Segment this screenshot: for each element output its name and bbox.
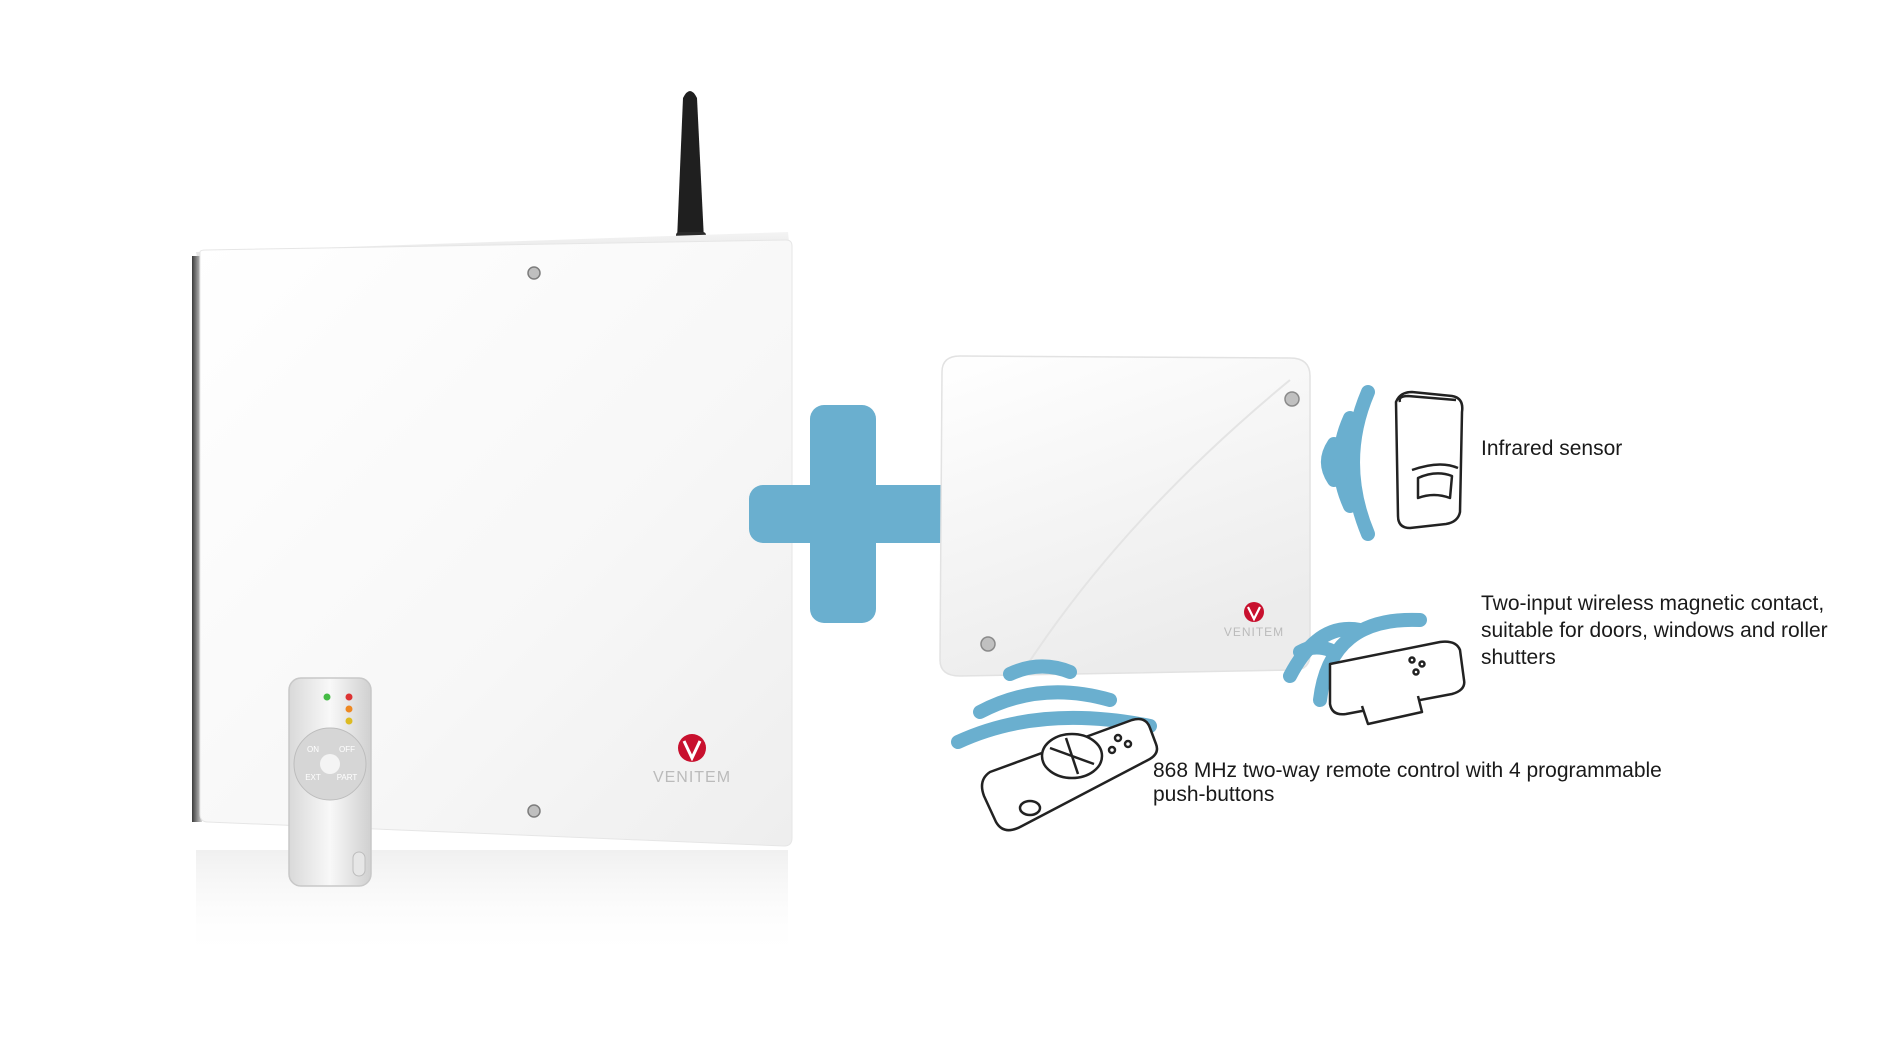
signal-waves-icon [1321, 385, 1375, 541]
venitem-logo-icon [678, 734, 706, 762]
keyfob-button-off[interactable]: OFF [339, 745, 355, 754]
remote-control-icon [980, 717, 1159, 832]
led-red [345, 693, 353, 701]
keyfob-button-part[interactable]: PART [337, 773, 358, 782]
brand-name-text: VENITEM [653, 769, 731, 786]
venitem-logo-icon [1244, 602, 1264, 622]
label-magnetic-contact-line1: Two-input wireless magnetic contact, [1481, 592, 1824, 615]
screw-icon [980, 636, 996, 652]
screw-icon [527, 804, 541, 818]
label-magnetic-contact: Two-input wireless magnetic contact, sui… [1481, 592, 1834, 669]
led-orange [345, 705, 353, 713]
keyfob-button-ext[interactable]: EXT [305, 773, 321, 782]
infrared-sensor-icon [1394, 390, 1464, 530]
signal-waves-icon [951, 659, 1157, 749]
receiver-module: VENITEM [939, 355, 1311, 677]
module-brand-text: VENITEM [1224, 625, 1284, 639]
main-control-unit: VENITEM [192, 91, 793, 960]
plus-icon [749, 405, 965, 623]
label-infrared-sensor: Infrared sensor [1481, 437, 1622, 460]
label-remote-control-line1: 868 MHz two-way remote control with 4 pr… [1153, 759, 1662, 782]
keyfob-button-on[interactable]: ON [307, 745, 319, 754]
label-magnetic-contact-line2: suitable for doors, windows and roller [1481, 619, 1828, 642]
screw-icon [1284, 391, 1300, 407]
magnetic-contact-icon [1328, 640, 1466, 726]
label-remote-control-line2: push-buttons [1153, 783, 1274, 806]
led-yellow [345, 717, 353, 725]
label-remote-control: 868 MHz two-way remote control with 4 pr… [1153, 759, 1668, 806]
signal-waves-icon [1283, 612, 1427, 707]
keyfob-remote: ON OFF EXT PART [288, 677, 372, 887]
keyfob-center [320, 754, 340, 774]
label-magnetic-contact-line3: shutters [1481, 646, 1556, 669]
screw-icon [527, 266, 541, 280]
box-side [192, 256, 202, 822]
module-lid-edge [1019, 379, 1291, 677]
antenna-icon [676, 91, 706, 244]
keyfob-ring-hole [352, 851, 366, 877]
led-green [323, 693, 331, 701]
floor-reflection [196, 850, 788, 960]
